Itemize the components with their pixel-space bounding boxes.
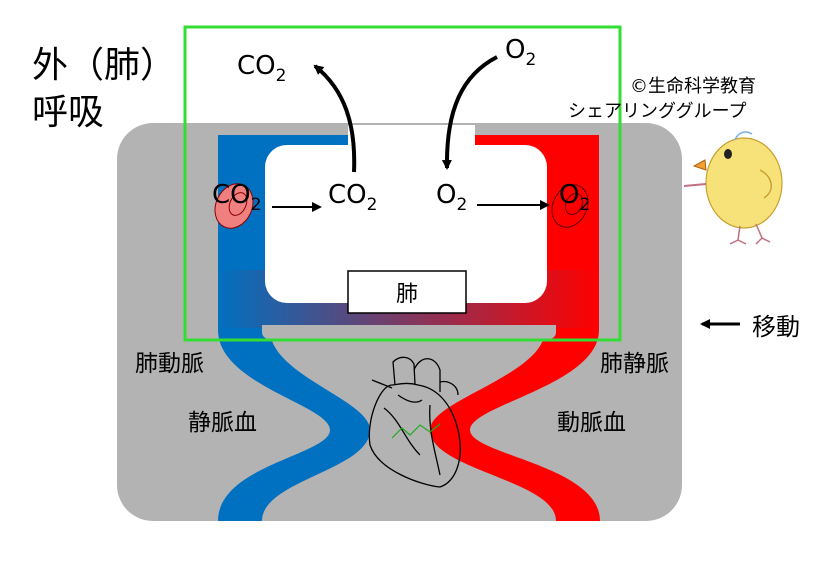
capillary-base [262,325,556,340]
lung-chamber [265,145,547,303]
lung-label: 肺 [396,282,418,307]
copyright-line-2: シェアリンググループ [568,101,747,122]
movement-label: 移動 [752,313,800,341]
co2-rbc-label: CO2 [212,180,261,215]
red-blood-cell-icon [214,183,254,229]
chick-icon [683,131,783,245]
co2-alveolar-label: CO2 [328,180,377,215]
arterial-blood-label: 動脈血 [557,410,626,436]
title-line-1: 外（肺） [32,45,176,86]
copyright-line-1: ©生命科学教育 [630,76,756,97]
external-respiration-frame [183,25,622,342]
coronary-vessel [391,423,441,439]
co2-outgoing-label: CO2 [237,51,286,86]
o2-alveolar-label: O2 [436,180,467,215]
venous-blood-label: 静脈血 [188,410,257,436]
title-line-2: 呼吸 [32,92,104,133]
pulmonary-vein-label: 肺静脈 [600,351,669,377]
heart-icon [368,356,461,488]
o2-incoming-label: O2 [505,35,536,70]
red-blood-cell-icon [551,184,589,228]
lung-opening [348,125,475,155]
o2-rbc-label: O2 [559,180,590,215]
lung-label-box [347,270,467,314]
pulmonary-artery-label: 肺動脈 [135,351,204,377]
pulmonary-vein-vessel [430,135,600,521]
pulmonary-artery-vessel [218,135,370,521]
co2-exhale-arrow [313,64,357,173]
o2-inhale-arrow [441,55,498,170]
